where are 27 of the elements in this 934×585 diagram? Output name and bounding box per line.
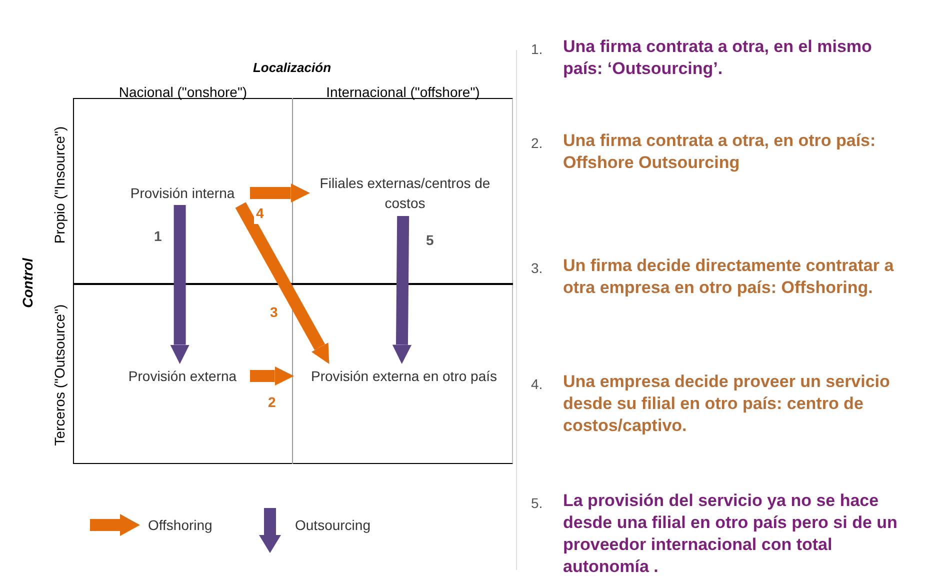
block-arrow xyxy=(250,366,294,386)
axis-heading: Localización xyxy=(252,59,332,77)
quadrant-label: Provisión interna xyxy=(130,184,235,203)
list-number: 5. xyxy=(531,494,543,513)
list-number: 1. xyxy=(531,40,543,59)
list-item-text: Un firma decide directamente contratar a otra empresa en otro país: Offshoring. xyxy=(563,255,895,299)
block-arrow xyxy=(392,216,412,364)
list-item-text: Una firma contrata a otra, en el mismo país: ‘Outsourcing’. xyxy=(563,36,873,80)
list-number: 4. xyxy=(531,375,543,394)
block-arrow xyxy=(250,183,310,203)
block-arrow xyxy=(170,205,190,364)
list-item-text: Una empresa decide proveer un servicio desde su filial en otro país: centro de costos/captivo. xyxy=(563,371,891,437)
axis-heading: Control xyxy=(18,258,36,308)
quadrant-label: Provisión externa xyxy=(128,367,237,386)
legend-label: Offshoring xyxy=(148,516,212,535)
quadrant-label: Provisión externa en otro país xyxy=(311,367,497,386)
list-item-text: La provisión del servicio ya no se hace desde una filial en otro país pero si de un proveedor internacional con total autonomía . xyxy=(563,490,898,578)
quadrant-label: Filiales externas/centros de costos xyxy=(318,174,492,213)
axis-heading: Internacional ("offshore") xyxy=(325,83,481,102)
list-number: 3. xyxy=(531,259,543,278)
list-item-text: Una firma contrata a otra, en otro país: Offshore Outsourcing xyxy=(563,130,877,174)
axis-heading: Nacional ("onshore") xyxy=(118,83,248,102)
axis-heading: Propio ("Insource") xyxy=(50,126,68,244)
list-number: 2. xyxy=(531,134,543,153)
block-arrow xyxy=(235,202,330,364)
axis-heading: Terceros ("Outsource") xyxy=(50,304,68,446)
legend-label: Outsourcing xyxy=(295,516,370,535)
